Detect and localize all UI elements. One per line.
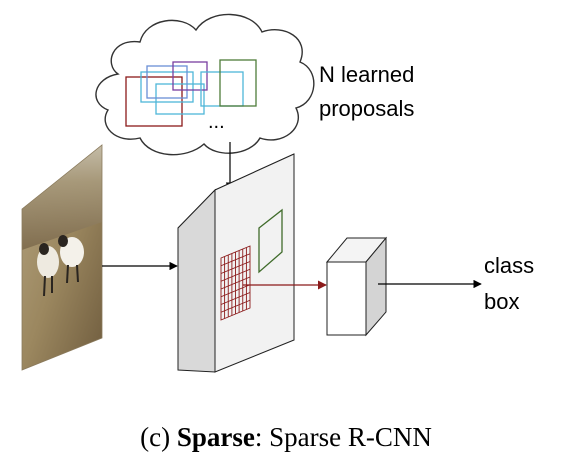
sheep-head-2 xyxy=(58,235,68,247)
proposal-box-blue xyxy=(146,65,188,99)
image-border xyxy=(21,144,103,371)
proposals-label-line1: N learned xyxy=(319,62,414,87)
output-label-class: class xyxy=(484,253,534,278)
proposals-ellipsis: ... xyxy=(208,111,225,133)
head-box-front xyxy=(326,261,367,336)
proposal-box-green xyxy=(219,59,257,107)
proposal-box-cyan-1 xyxy=(140,71,194,103)
proposals-label-line2: proposals xyxy=(319,96,414,121)
sheep-head-1 xyxy=(39,243,49,255)
caption-prefix: (c) xyxy=(140,422,177,452)
feature-map-panel xyxy=(177,153,295,373)
panel-left-face xyxy=(177,188,216,373)
panel-front-face xyxy=(214,153,295,373)
sheep-leg xyxy=(76,264,79,283)
sheep-leg xyxy=(66,264,69,284)
head-box xyxy=(325,236,388,337)
proposals-cloud: ... xyxy=(95,13,315,156)
roi-feature-grid xyxy=(220,245,251,321)
output-label-box: box xyxy=(484,289,519,314)
proposal-box-cyan-2 xyxy=(155,83,205,115)
cloud-shape xyxy=(95,13,315,156)
figure-caption: (c) Sparse: Sparse R-CNN xyxy=(140,422,432,452)
sheep-leg xyxy=(43,275,46,297)
proposal-box-purple xyxy=(172,61,208,91)
caption-rest: : Sparse R-CNN xyxy=(255,422,432,452)
image-sky xyxy=(22,145,102,250)
head-box-side xyxy=(365,236,387,337)
caption-bold: Sparse xyxy=(177,422,255,452)
input-image xyxy=(21,144,103,371)
feature-roi-box-green xyxy=(258,208,283,274)
